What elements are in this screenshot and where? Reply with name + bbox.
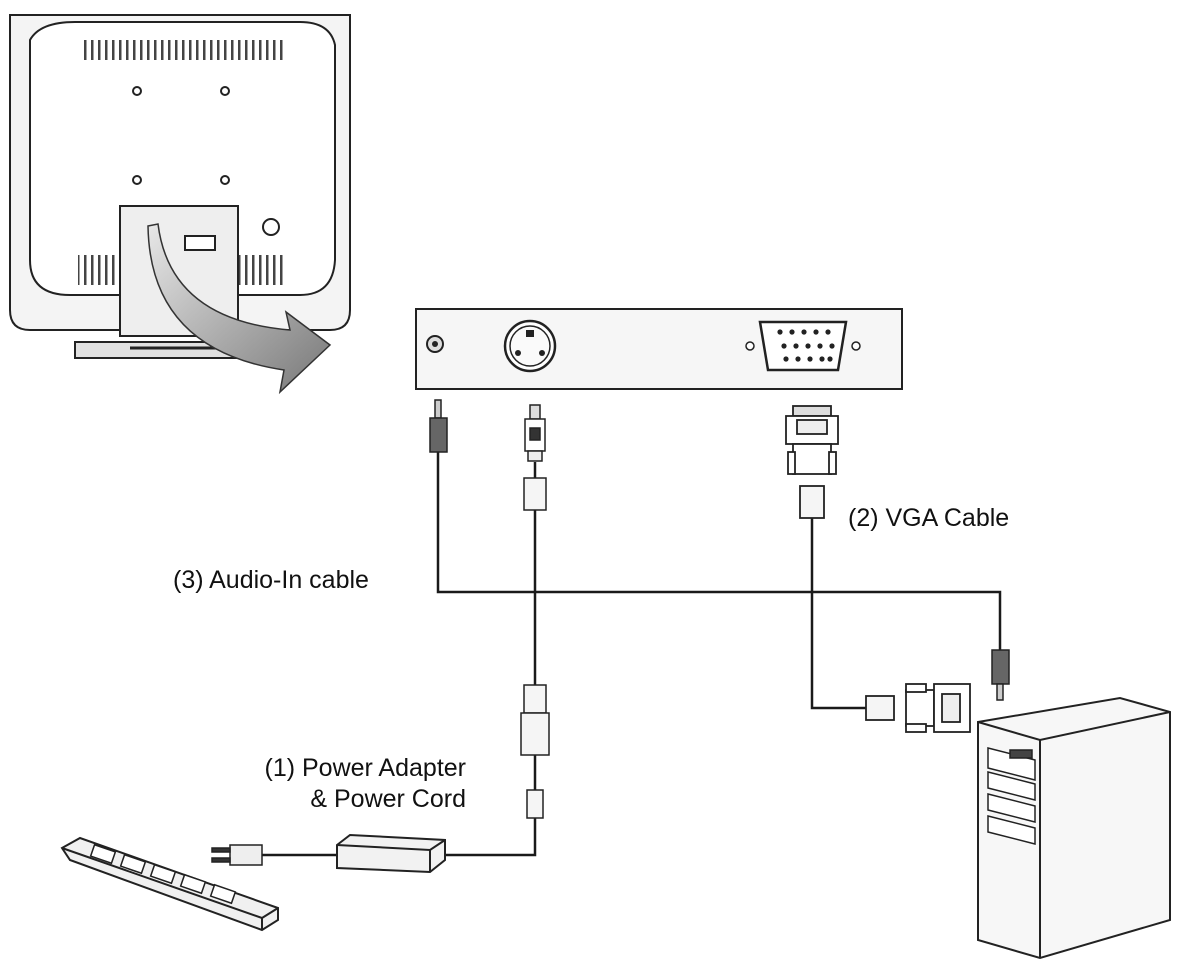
vga-plug-pc [865,683,971,733]
dc-power-plug [520,404,550,819]
ferrite-core [526,789,544,819]
vga-port [745,320,861,372]
audio-in-port [426,335,444,353]
mount-hole [220,175,230,185]
monitor-back-panel [29,21,336,296]
drive-bay [987,815,1036,845]
zoom-arrow-icon [147,223,332,395]
mount-hole [132,86,142,96]
audio-plug-top [429,399,448,453]
power-adapter [336,833,446,874]
audio-plug-pc [991,649,1010,701]
power-port [503,319,557,373]
power-connector-joint [523,684,547,714]
stand-slot [184,235,216,251]
power-strip [60,836,279,932]
cable-lines [262,452,1002,857]
drive-bay [987,793,1036,823]
top-vents [80,40,285,60]
wall-plug [211,844,263,866]
mount-hole [132,175,142,185]
power-adapter-label-line1: (1) Power Adapter [264,754,467,782]
mount-hole [220,86,230,96]
power-cable-line-bottom [445,818,537,857]
bottom-right-vents [238,255,286,285]
power-adapter-label-line2: & Power Cord [310,785,466,813]
audio-cable-label: (3) Audio-In cable [173,566,369,594]
monitor-back [9,14,351,359]
ferrite-core [865,695,895,721]
lock-slot-icon [262,218,280,236]
vga-cable-label: (2) VGA Cable [848,504,1010,532]
vga-cable-line [810,518,866,710]
connector-panel [415,308,903,390]
pc-tower [977,696,1171,960]
ferrite-core [523,477,547,511]
ferrite-core [799,485,825,519]
audio-cable-line [436,452,1002,650]
bottom-left-vents [78,255,120,285]
power-connector-joint [520,712,550,756]
drive-bay [987,771,1036,801]
vga-plug-top [785,405,839,519]
